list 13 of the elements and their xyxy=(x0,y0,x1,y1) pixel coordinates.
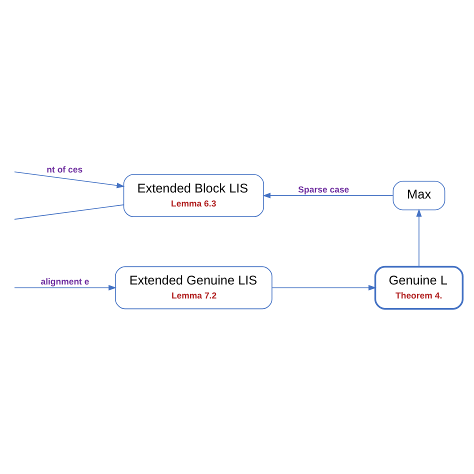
connector xyxy=(14,204,124,220)
node-box: Genuine L Theorem 4. xyxy=(374,265,464,310)
arrow xyxy=(272,284,376,290)
node-box: Max xyxy=(392,180,446,210)
edge-label: Sparse case xyxy=(298,184,350,194)
arrow xyxy=(14,170,125,188)
edge-label: nt of ces xyxy=(46,164,83,174)
arrow xyxy=(14,284,117,290)
node-box: Extended Genuine LIS Lemma 7.2 xyxy=(115,266,272,309)
arrow xyxy=(262,192,394,198)
edge-label: alignment e xyxy=(40,276,90,286)
arrow xyxy=(416,208,422,266)
node-box: Extended Block LIS Lemma 6.3 xyxy=(123,174,264,217)
